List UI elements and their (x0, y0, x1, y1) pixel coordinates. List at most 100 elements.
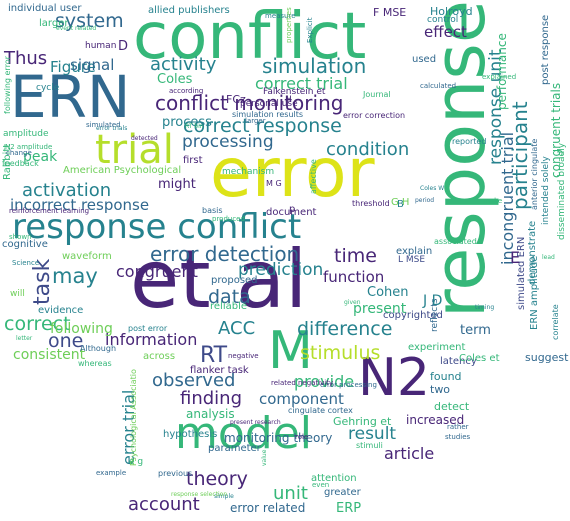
word-cohen: Cohen (367, 285, 409, 300)
word-explained: explained (482, 73, 517, 81)
word-journal: Journal (363, 90, 391, 99)
word-letter: letter (16, 335, 33, 342)
word-american-psychological: American Psychological (63, 165, 182, 176)
word-stimulus: stimulus (300, 342, 381, 364)
word-error-detection: error detection (150, 242, 300, 266)
word-rt-bin: RT bin (185, 123, 204, 130)
word-following-error: following error (3, 56, 12, 114)
word-might: might (158, 177, 196, 192)
word-figure: Figure (50, 58, 96, 76)
word-g-h: G H (391, 197, 410, 208)
word-copyrighted: copyrighted (383, 310, 443, 321)
word-prediction: prediction (238, 260, 324, 280)
word-will: will (10, 289, 25, 299)
word-affective: affective (309, 159, 318, 194)
word-calculated: calculated (420, 82, 457, 90)
word-present-research: present research (230, 419, 281, 426)
word-activation: activation (22, 180, 112, 201)
word-holroyd: Holroyd (430, 5, 473, 18)
word-allied-publishers: allied publishers (148, 5, 230, 16)
word-e: E (510, 248, 521, 267)
word-data: data (208, 286, 251, 308)
word-mechanism: mechanism (222, 167, 275, 177)
word-associated: associated (434, 237, 477, 246)
word-account: account (128, 494, 200, 515)
word-latency: latency (440, 356, 477, 367)
word-control: control (427, 15, 459, 25)
word-period: period (415, 197, 435, 204)
word-amplitude: amplitude (3, 129, 49, 139)
word-post-error: post error (128, 324, 168, 333)
word-falkenstein-et: Falkenstein et (263, 87, 326, 97)
word-explicit: Explicit (306, 17, 314, 43)
word-activity: activity (150, 54, 217, 75)
word-lead: lead (542, 254, 555, 261)
word-hypothesis: hypothesis (163, 429, 218, 440)
word-first: first (183, 155, 203, 166)
word-role: role (295, 433, 309, 441)
word-previous: previous (158, 469, 193, 478)
word-correct-trial: correct trial (255, 74, 348, 93)
word-condition: condition (326, 139, 410, 160)
word-detect: detect (434, 400, 470, 413)
word-analysis: analysis (186, 407, 235, 421)
word-simulation-results: simulation results (232, 110, 304, 119)
word-peak: peak (23, 149, 58, 165)
word-l-mse: L MSE (398, 255, 426, 265)
word-feedback: feedback (2, 159, 39, 168)
word-whereas: whereas (78, 359, 112, 368)
word-difference: difference (297, 318, 393, 340)
word-flanker-task: flanker task (190, 365, 249, 376)
word-attention: attention (311, 473, 357, 484)
word-rather: rather (447, 423, 469, 431)
word-given: given (344, 299, 361, 306)
word-threshold: threshold (352, 199, 390, 208)
word-gehring-et: Gehring et (333, 415, 392, 428)
word-system: system (55, 10, 124, 32)
word-unit: unit (273, 483, 308, 504)
word-proposed: proposed (211, 275, 258, 286)
word-erp: ERP (336, 501, 362, 516)
word-intended-solely: intended solely (541, 156, 551, 225)
word-provide: provide (294, 372, 355, 391)
word-performance: performance (495, 33, 509, 110)
word-conflict-monitoring: conflict monitoring (155, 91, 344, 115)
word-value: value (261, 449, 268, 466)
word-function: function (323, 268, 385, 286)
word-cognitive: cognitive (2, 239, 48, 250)
word-according: according (169, 87, 204, 95)
word-greater: greater (324, 487, 361, 498)
word-negative: negative (228, 352, 259, 360)
word-trial: trial (95, 127, 174, 173)
word-error-trials: error trials (96, 125, 128, 132)
word-monitoring-theory: monitoring theory (224, 431, 333, 445)
word-n2-amplitude: N2 amplitude (5, 143, 53, 151)
word-produced: produced (212, 215, 245, 223)
word-cycle: cycle (36, 83, 60, 93)
word-error-correction: error correction (343, 111, 406, 120)
word-shown: shown (9, 233, 32, 241)
word-simple: simple (214, 493, 234, 500)
word-component: component (259, 390, 344, 408)
word-measure: measure (265, 12, 296, 20)
word-time: time (334, 245, 377, 267)
word-event-related: event related (56, 25, 97, 32)
word-reliable: reliable (210, 301, 248, 312)
word-suggest: suggest (525, 351, 569, 364)
word-conflict: conflict (133, 0, 367, 74)
word-p: p (289, 204, 296, 215)
word-across: across (143, 351, 176, 362)
word-coles: Coles (157, 72, 193, 87)
word-basis: basis (202, 206, 223, 215)
word-two: two (430, 383, 451, 396)
word-thus: Thus (4, 48, 48, 69)
word-even: even (312, 481, 330, 489)
word-evidence: evidence (38, 305, 84, 316)
word-larger: larger (39, 18, 69, 29)
word-correct-response: correct response (183, 115, 342, 137)
word-d: D (118, 39, 129, 54)
word-disseminated-broadly: disseminated broadly (557, 142, 567, 240)
word-parameter: parameter (208, 443, 261, 454)
word-demonstrate: demonstrate (527, 220, 538, 285)
word-response: response (419, 0, 501, 318)
